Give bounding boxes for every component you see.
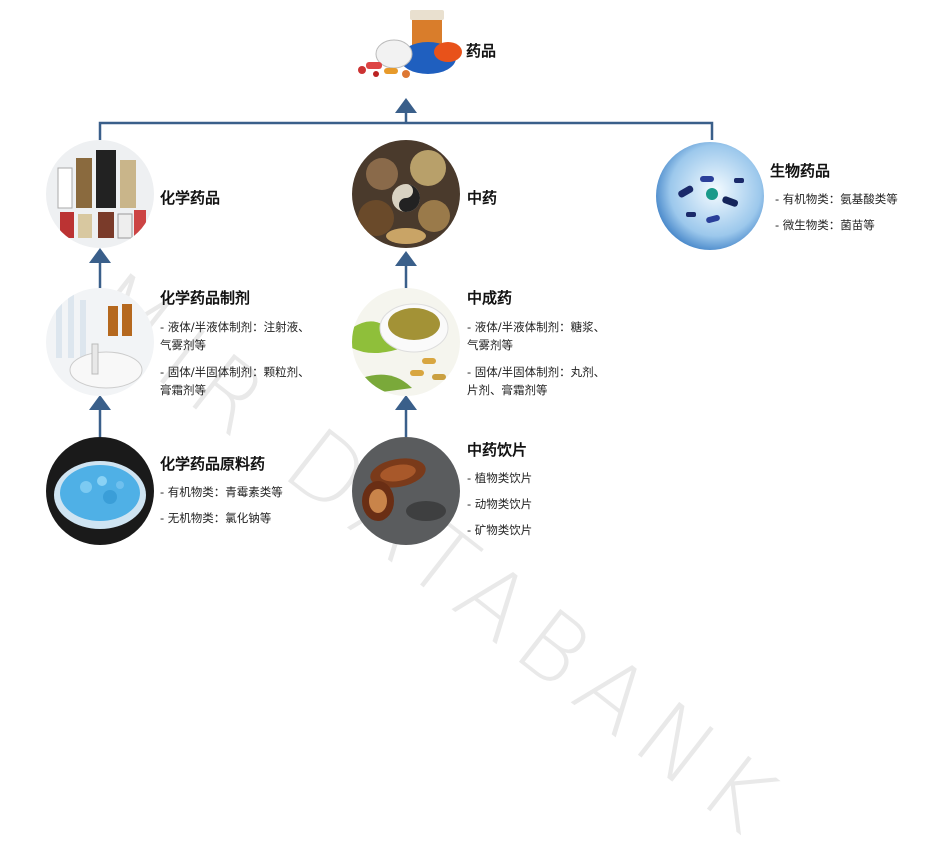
tcm-patent-item-3: - 固体/半固体制剂：丸剂、: [467, 365, 606, 379]
chemical-raw-material-image: [46, 437, 154, 545]
tcm-slices-item-1: - 植物类饮片: [467, 471, 533, 485]
tcm-patent-item-4: 片剂、膏霜剂等: [467, 383, 548, 397]
connector-lines: [89, 98, 714, 437]
connector-bus: [98, 121, 714, 140]
chem-raw-item-2: - 无机物类：氯化钠等: [160, 511, 272, 525]
chem-prep-item-3: - 固体/半固体制剂：颗粒剂、: [160, 365, 310, 379]
category-chemical-label: 化学药品: [160, 189, 221, 207]
tcm-patent-item-2: 气雾剂等: [467, 338, 513, 352]
chem-prep-item-4: 膏霜剂等: [160, 383, 206, 397]
arrow-tcm-slices: [395, 395, 417, 410]
tcm-patent-label: 中成药: [467, 289, 513, 307]
tcm-patent-image: [352, 288, 460, 396]
chem-raw-item-1: - 有机物类：青霉素类等: [160, 485, 283, 499]
arrow-chem-raw: [89, 395, 111, 410]
category-bio-label: 生物药品: [770, 162, 831, 180]
biological-capsules-image: [656, 142, 764, 250]
category-tcm-label: 中药: [467, 189, 498, 207]
chemical-bottles-image: [46, 140, 154, 248]
tcm-slices-image: [352, 437, 460, 545]
medicine-pills-image: [350, 8, 464, 84]
tcm-slices-label: 中药饮片: [467, 441, 528, 459]
bio-item-organic: - 有机物类：氨基酸类等: [775, 192, 898, 206]
tcm-slices-item-3: - 矿物类饮片: [467, 523, 533, 537]
chem-prep-label: 化学药品制剂: [160, 289, 251, 307]
tcm-herbs-image: [352, 140, 460, 248]
chem-raw-label: 化学药品原料药: [160, 455, 266, 473]
root-label: 药品: [466, 42, 497, 60]
chemical-preparation-image: [46, 288, 154, 396]
tcm-slices-item-2: - 动物类饮片: [467, 497, 533, 511]
chem-prep-item-1: - 液体/半液体制剂：注射液、: [160, 320, 310, 334]
tcm-patent-item-1: - 液体/半液体制剂：糖浆、: [467, 320, 606, 334]
chem-prep-item-2: 气雾剂等: [160, 338, 206, 352]
bio-item-microbial: - 微生物类：菌苗等: [775, 218, 875, 232]
arrow-chem: [89, 248, 111, 263]
arrow-root: [395, 98, 417, 113]
arrow-tcm: [395, 251, 417, 266]
